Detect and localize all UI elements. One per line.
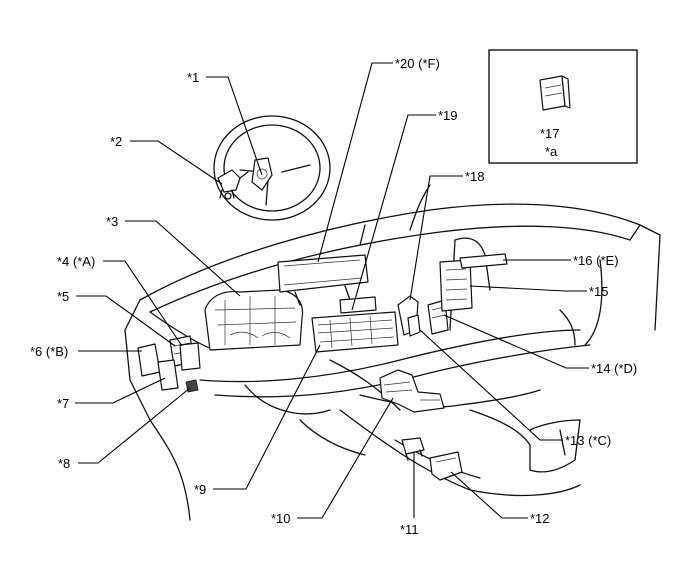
- callout-11: *11: [400, 522, 419, 537]
- callout-14: *14 (*D): [591, 361, 637, 376]
- callout-8: *8: [58, 456, 70, 471]
- leader-lines: [75, 62, 589, 519]
- callout-2: *2: [110, 134, 122, 149]
- callout-7: *7: [57, 396, 69, 411]
- callout-15: *15: [589, 284, 609, 299]
- callout-5: *5: [57, 289, 69, 304]
- callout-13: *13 (*C): [565, 433, 611, 448]
- callout-labels: *1 *2 *3 *4 (*A) *5 *6 (*B) *7 *8 *9 *10…: [30, 56, 637, 537]
- callout-1: *1: [187, 70, 199, 85]
- callout-16: *16 (*E): [573, 253, 619, 268]
- callout-12: *12: [530, 511, 550, 526]
- callout-18: *18: [465, 169, 485, 184]
- inset-part-number: *17: [540, 126, 560, 141]
- callout-20: *20 (*F): [395, 56, 440, 71]
- callout-10: *10: [271, 511, 291, 526]
- callout-3: *3: [106, 214, 118, 229]
- dashboard-illustration: [124, 115, 661, 521]
- inset-box: *17 *a: [488, 49, 638, 164]
- callout-6: *6 (*B): [30, 344, 68, 359]
- callout-19: *19: [438, 108, 458, 123]
- inset-letter-label: *a: [545, 144, 558, 159]
- callout-4: *4 (*A): [57, 254, 95, 269]
- callout-9: *9: [194, 482, 206, 497]
